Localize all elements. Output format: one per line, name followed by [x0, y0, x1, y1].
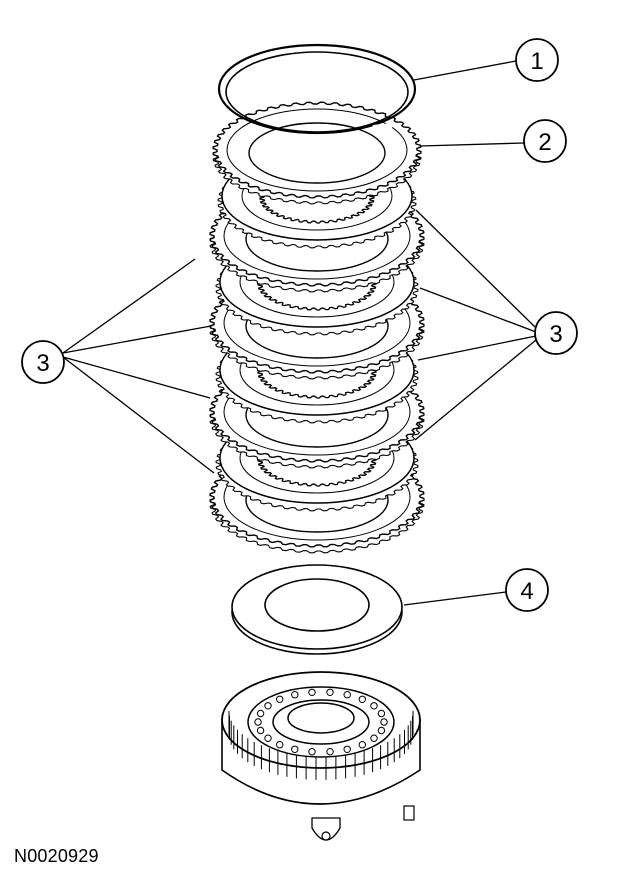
- leader-2: [419, 142, 525, 147]
- bearing-ball: [291, 745, 299, 753]
- callout-4: 4: [505, 568, 549, 612]
- leader-3-left-2: [62, 325, 212, 354]
- leader-3-right-1: [415, 209, 537, 329]
- bearing-ball: [254, 718, 262, 726]
- bearing-ball: [264, 702, 272, 710]
- leader-3-left-1: [62, 258, 196, 354]
- callout-4-label: 4: [520, 578, 533, 605]
- bearing-ball: [256, 709, 265, 718]
- callout-3-left-circle: [21, 340, 65, 384]
- callout-3-right-label: 3: [549, 321, 562, 348]
- bearing-ball: [358, 741, 366, 749]
- bearing-ball: [326, 688, 334, 696]
- bearing-ball: [343, 691, 351, 699]
- snap-ring-outer: [217, 43, 417, 135]
- snap-ring-gap: [372, 123, 393, 131]
- figure-code: N0020929: [14, 846, 99, 866]
- bearing-ball: [377, 726, 386, 735]
- callout-1-label: 1: [530, 48, 543, 75]
- leader-lines: [62, 60, 537, 606]
- leader-4: [403, 591, 507, 606]
- leader-3-left-3: [62, 356, 211, 399]
- bearing-ball: [380, 718, 388, 726]
- bearing-ball: [370, 702, 378, 710]
- hub-inner-bore: [287, 702, 355, 734]
- leader-3-right-4: [414, 339, 537, 441]
- callout-1-circle: [515, 38, 559, 82]
- clutch-hub-drum: [221, 671, 421, 841]
- clutch-plate-9: [212, 101, 422, 205]
- callout-2: 2: [523, 119, 567, 163]
- callout-3-right: 3: [534, 311, 578, 355]
- callouts-layer: 1 2 3 3 4: [21, 38, 578, 612]
- bearing-ball: [308, 748, 316, 756]
- bearing-ball: [291, 691, 299, 699]
- drum-lug: [403, 805, 415, 821]
- bearing-ball: [377, 709, 386, 718]
- callout-3-left-label: 3: [36, 350, 49, 377]
- callout-3-left: 3: [21, 340, 65, 384]
- bearing-ball: [370, 734, 378, 742]
- plate-inner-bore: [248, 122, 386, 184]
- drum-tab-hole: [321, 831, 331, 841]
- bearing-ball: [264, 734, 272, 742]
- leader-1: [413, 60, 517, 81]
- snap-ring: [217, 43, 417, 135]
- bearing-ball: [276, 695, 284, 703]
- callout-2-label: 2: [538, 129, 551, 156]
- bearing-ball: [343, 745, 351, 753]
- leader-3-right-3: [417, 335, 537, 361]
- callout-4-circle: [505, 568, 549, 612]
- bearing-ball: [256, 726, 265, 735]
- drum-tab: [311, 817, 341, 841]
- callout-2-circle: [523, 119, 567, 163]
- leader-3-left-4: [62, 356, 215, 474]
- callout-1: 1: [515, 38, 559, 82]
- bearing-ball: [326, 748, 334, 756]
- bearing-ball: [276, 741, 284, 749]
- washer-inner: [264, 578, 370, 632]
- callout-3-right-circle: [534, 311, 578, 355]
- leader-3-right-2: [419, 287, 537, 333]
- bearing-ball: [308, 688, 316, 696]
- thrust-washer: [231, 564, 403, 655]
- parts-layer: [209, 43, 425, 841]
- snap-ring-inner: [225, 51, 409, 133]
- bearing-ball: [358, 695, 366, 703]
